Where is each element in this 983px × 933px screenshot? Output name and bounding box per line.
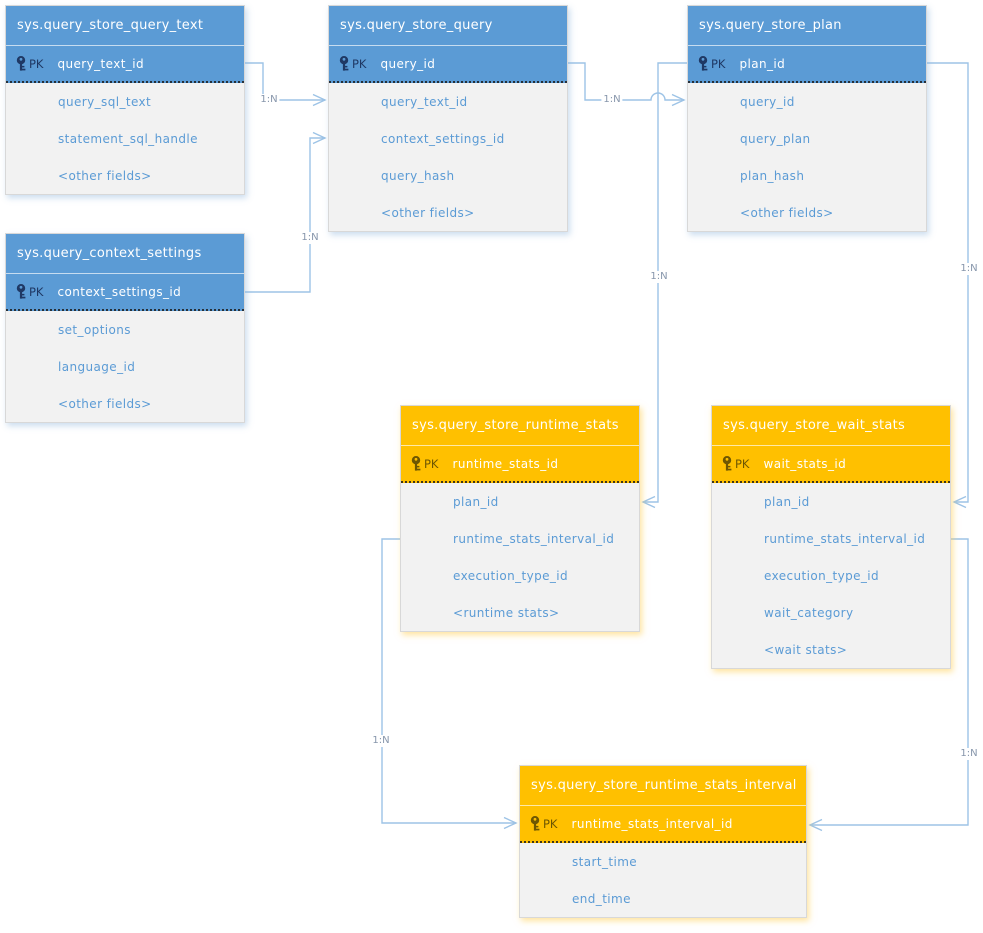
pk-label: PK — [424, 456, 439, 471]
connector-querytext-to-query — [245, 62, 325, 101]
cardinality-label: 1:N — [958, 263, 980, 275]
pk-label: PK — [29, 284, 44, 299]
entity-query-store-runtime-stats[interactable]: sys.query_store_runtime_stats PK runtime… — [400, 405, 640, 632]
entity-query-store-query[interactable]: sys.query_store_query PK query_id query_… — [328, 5, 568, 232]
cardinality-label: 1:N — [299, 232, 321, 244]
table-fields: query_sql_text statement_sql_handle <oth… — [6, 83, 244, 194]
field-name: <other fields> — [58, 396, 152, 411]
entity-query-store-query-text[interactable]: sys.query_store_query_text PK query_text… — [5, 5, 245, 195]
field-name: query_sql_text — [58, 94, 152, 109]
table-fields: set_options language_id <other fields> — [6, 311, 244, 422]
field-name: execution_type_id — [764, 568, 880, 583]
connector-contextsettings-to-query — [245, 137, 325, 293]
cardinality-label: 1:N — [648, 271, 670, 283]
field-name: query_plan — [740, 131, 811, 146]
arrowhead-icon — [808, 818, 823, 832]
primary-key-icon — [696, 56, 710, 71]
pk-row: PK plan_id — [688, 45, 926, 83]
table-title: sys.query_store_runtime_stats_interval — [520, 766, 806, 805]
field-name: start_time — [572, 854, 638, 869]
pk-field-name: wait_stats_id — [763, 456, 847, 471]
primary-key-icon — [409, 456, 423, 471]
field-name: plan_id — [453, 494, 499, 509]
table-fields: start_time end_time — [520, 843, 806, 917]
arrowhead-icon — [671, 93, 686, 107]
entity-query-store-wait-stats[interactable]: sys.query_store_wait_stats PK wait_stats… — [711, 405, 951, 669]
pk-row: PK runtime_stats_interval_id — [520, 805, 806, 843]
pk-label: PK — [711, 56, 726, 71]
table-title: sys.query_context_settings — [6, 234, 244, 273]
field-name: <runtime stats> — [453, 605, 560, 620]
cardinality-label: 1:N — [258, 94, 280, 106]
field-name: <other fields> — [381, 205, 475, 220]
primary-key-icon — [720, 456, 734, 471]
arrowhead-icon — [503, 816, 518, 830]
field-name: plan_id — [764, 494, 810, 509]
field-name: language_id — [58, 359, 136, 374]
pk-field-name: query_text_id — [57, 56, 144, 71]
table-title: sys.query_store_wait_stats — [712, 406, 950, 445]
field-name: runtime_stats_interval_id — [764, 531, 926, 546]
arrowhead-icon — [641, 495, 656, 509]
field-name: execution_type_id — [453, 568, 569, 583]
cardinality-label: 1:N — [370, 735, 392, 747]
pk-row: PK query_text_id — [6, 45, 244, 83]
pk-label: PK — [543, 816, 558, 831]
pk-row: PK context_settings_id — [6, 273, 244, 311]
table-fields: query_text_id context_settings_id query_… — [329, 83, 567, 231]
field-name: statement_sql_handle — [58, 131, 198, 146]
arrowhead-icon — [312, 93, 327, 107]
cardinality-label: 1:N — [958, 748, 980, 760]
primary-key-icon — [337, 56, 351, 71]
pk-field-name: plan_id — [739, 56, 786, 71]
field-name: context_settings_id — [381, 131, 505, 146]
field-name: runtime_stats_interval_id — [453, 531, 615, 546]
entity-query-context-settings[interactable]: sys.query_context_settings PK context_se… — [5, 233, 245, 423]
field-name: query_text_id — [381, 94, 468, 109]
table-fields: plan_id runtime_stats_interval_id execut… — [401, 483, 639, 631]
table-title: sys.query_store_plan — [688, 6, 926, 45]
entity-query-store-runtime-stats-interval[interactable]: sys.query_store_runtime_stats_interval P… — [519, 765, 807, 918]
field-name: <wait stats> — [764, 642, 848, 657]
arrowhead-icon — [312, 131, 327, 145]
pk-row: PK wait_stats_id — [712, 445, 950, 483]
primary-key-icon — [14, 284, 28, 299]
primary-key-icon — [14, 56, 28, 71]
cardinality-label: 1:N — [601, 94, 623, 106]
pk-field-name: runtime_stats_id — [452, 456, 559, 471]
entity-query-store-plan[interactable]: sys.query_store_plan PK plan_id query_id… — [687, 5, 927, 232]
pk-field-name: context_settings_id — [57, 284, 182, 299]
field-name: <other fields> — [740, 205, 834, 220]
field-name: plan_hash — [740, 168, 805, 183]
table-fields: query_id query_plan plan_hash <other fie… — [688, 83, 926, 231]
field-name: wait_category — [764, 605, 854, 620]
pk-row: PK runtime_stats_id — [401, 445, 639, 483]
primary-key-icon — [528, 816, 542, 831]
field-name: end_time — [572, 891, 631, 906]
connector-query-to-plan — [568, 62, 684, 101]
field-name: query_hash — [381, 168, 455, 183]
table-title: sys.query_store_query_text — [6, 6, 244, 45]
pk-label: PK — [29, 56, 44, 71]
pk-field-name: runtime_stats_interval_id — [571, 816, 733, 831]
pk-label: PK — [735, 456, 750, 471]
table-title: sys.query_store_runtime_stats — [401, 406, 639, 445]
pk-row: PK query_id — [329, 45, 567, 83]
field-name: query_id — [740, 94, 795, 109]
field-name: set_options — [58, 322, 131, 337]
pk-field-name: query_id — [380, 56, 436, 71]
table-title: sys.query_store_query — [329, 6, 567, 45]
pk-label: PK — [352, 56, 367, 71]
table-fields: plan_id runtime_stats_interval_id execut… — [712, 483, 950, 668]
arrowhead-icon — [952, 495, 967, 509]
field-name: <other fields> — [58, 168, 152, 183]
